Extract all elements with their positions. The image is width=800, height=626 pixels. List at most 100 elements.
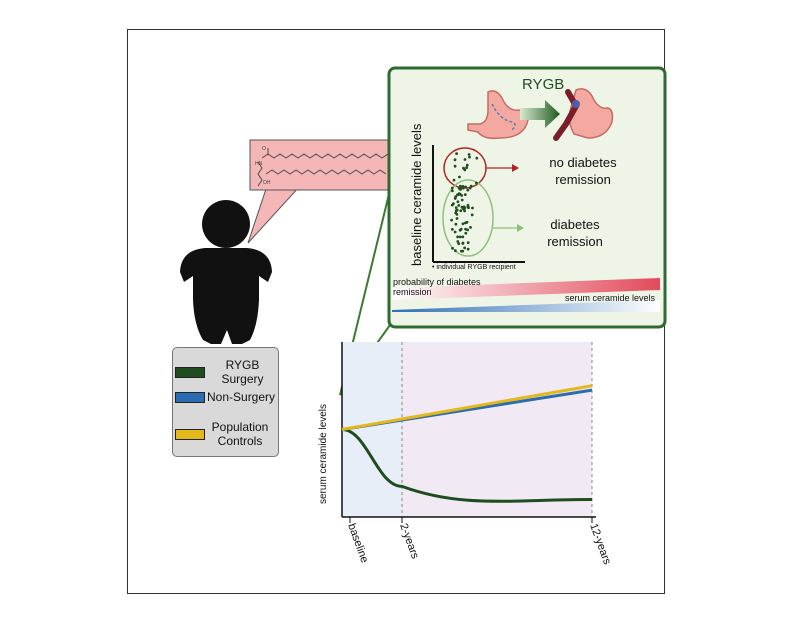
- transition-arrow-icon: [520, 100, 560, 128]
- recipient-dot: [464, 227, 467, 231]
- recipient-dot: [470, 213, 474, 217]
- recipient-dot: [456, 200, 460, 204]
- recipient-dot: [456, 235, 459, 239]
- recipient-dot: [469, 226, 472, 229]
- recipient-dot: [466, 188, 470, 192]
- recipient-dot: [450, 218, 453, 222]
- legend-item-non-surgery: Non-Surgery: [175, 390, 275, 404]
- inset-y-axis-label: baseline ceramide levels: [409, 123, 424, 266]
- recipient-dot: [451, 246, 454, 250]
- series-line-population-controls: [341, 384, 593, 431]
- legend-label-rygb: RYGB Surgery: [221, 358, 264, 386]
- series-line-rygb-surgery: [341, 428, 593, 503]
- recipient-dot: [466, 205, 470, 209]
- followup-period-shade: [402, 342, 592, 517]
- ceramide-molecule-icon: HN OH O: [247, 139, 397, 244]
- recipient-dot: [453, 164, 457, 168]
- remission-probability-gradient: [392, 278, 660, 300]
- recipient-dot: [454, 211, 458, 215]
- recipient-dot: [463, 206, 467, 210]
- recipient-dot: [466, 241, 470, 245]
- recipient-dot: [465, 166, 468, 170]
- recipient-dot: [455, 152, 458, 156]
- bypassed-stomach-icon: [553, 88, 614, 141]
- ceramide-bar-label: serum ceramide levels: [565, 293, 656, 303]
- recipient-dot: [475, 156, 479, 160]
- recipient-dot: [464, 185, 467, 189]
- recipient-dot: [454, 206, 458, 210]
- recipient-dot: [467, 153, 471, 156]
- recipient-dot: [459, 188, 462, 191]
- probability-bar-label: probability of diabetes remission: [393, 277, 481, 297]
- recipient-dot: [457, 204, 461, 207]
- recipient-dot: [450, 186, 454, 190]
- legend-item-rygb: RYGB Surgery: [175, 358, 278, 386]
- line-chart: baseline 2-years 12-years: [341, 342, 613, 567]
- recipient-dot: [462, 166, 465, 170]
- recipient-dot: [459, 209, 463, 213]
- recipient-dot: [454, 249, 457, 253]
- no-remission-label: no diabetes remission: [549, 155, 617, 187]
- legend: RYGB Surgery Non-Surgery Population Cont…: [172, 347, 279, 457]
- recipient-dot: [456, 240, 460, 243]
- recipient-dot: [463, 246, 466, 250]
- legend-swatch-controls: [175, 428, 205, 440]
- recipient-dot: [453, 197, 457, 200]
- recipient-dot: [454, 222, 458, 226]
- legend-item-controls: Population Controls: [175, 420, 275, 448]
- baseline-period-shade: [342, 342, 402, 517]
- recipient-dot: [451, 228, 454, 231]
- recipient-dot: [461, 186, 465, 190]
- recipient-dot: [458, 192, 462, 196]
- recipient-dot: [458, 175, 461, 179]
- svg-text:HN: HN: [255, 161, 263, 167]
- remission-arrowhead: [517, 224, 524, 232]
- recipient-dot: [452, 202, 455, 206]
- svg-text:O: O: [262, 146, 266, 152]
- inset-title: RYGB: [522, 76, 565, 93]
- recipient-dot: [451, 189, 454, 193]
- recipient-dot: [464, 221, 467, 225]
- recipient-dot: [465, 163, 469, 167]
- recipient-dots: [450, 152, 479, 253]
- recipient-dot: [463, 209, 466, 213]
- legend-label-non-surgery: Non-Surgery: [207, 390, 276, 404]
- remission-ellipse: [442, 179, 494, 257]
- recipient-dot: [460, 198, 464, 202]
- recipient-dot: [457, 242, 461, 246]
- x-tick-label: baseline: [345, 522, 370, 565]
- recipient-dot: [460, 205, 464, 209]
- recipient-dot: [452, 178, 456, 182]
- recipient-dot: [455, 217, 459, 220]
- recipient-dot: [461, 235, 465, 239]
- chart-y-axis-label: serum ceramide levels: [318, 403, 329, 504]
- recipient-dot: [453, 158, 457, 162]
- recipient-dot: [460, 249, 463, 253]
- legend-swatch-non-surgery: [175, 391, 205, 403]
- recipient-dot: [455, 208, 459, 212]
- stomach-icon: [467, 90, 530, 140]
- ceramide-level-gradient: [392, 300, 660, 312]
- recipient-dot: [468, 155, 471, 159]
- legend-swatch-rygb: [175, 366, 205, 378]
- recipient-dot: [458, 235, 462, 239]
- recipient-dot: [459, 184, 462, 188]
- person-silhouette-icon: [180, 200, 272, 344]
- recipient-dot: [466, 228, 470, 232]
- recipient-dot: [461, 241, 465, 245]
- x-tick-label: 2-years: [397, 522, 421, 561]
- recipient-dot: [463, 193, 467, 197]
- x-tick-label: 12-years: [587, 522, 613, 567]
- recipient-dot: [475, 181, 478, 185]
- recipient-dot: [468, 186, 472, 190]
- recipient-dot: [458, 228, 462, 232]
- recipient-dot: [471, 206, 474, 210]
- recipient-dot: [466, 247, 470, 251]
- legend-label-controls: Population Controls: [211, 420, 269, 448]
- recipient-dot: [461, 222, 465, 226]
- remission-label: diabetes remission: [547, 217, 603, 249]
- svg-text:OH: OH: [263, 180, 271, 186]
- recipient-dot: [453, 230, 457, 234]
- recipient-dot: [464, 231, 468, 235]
